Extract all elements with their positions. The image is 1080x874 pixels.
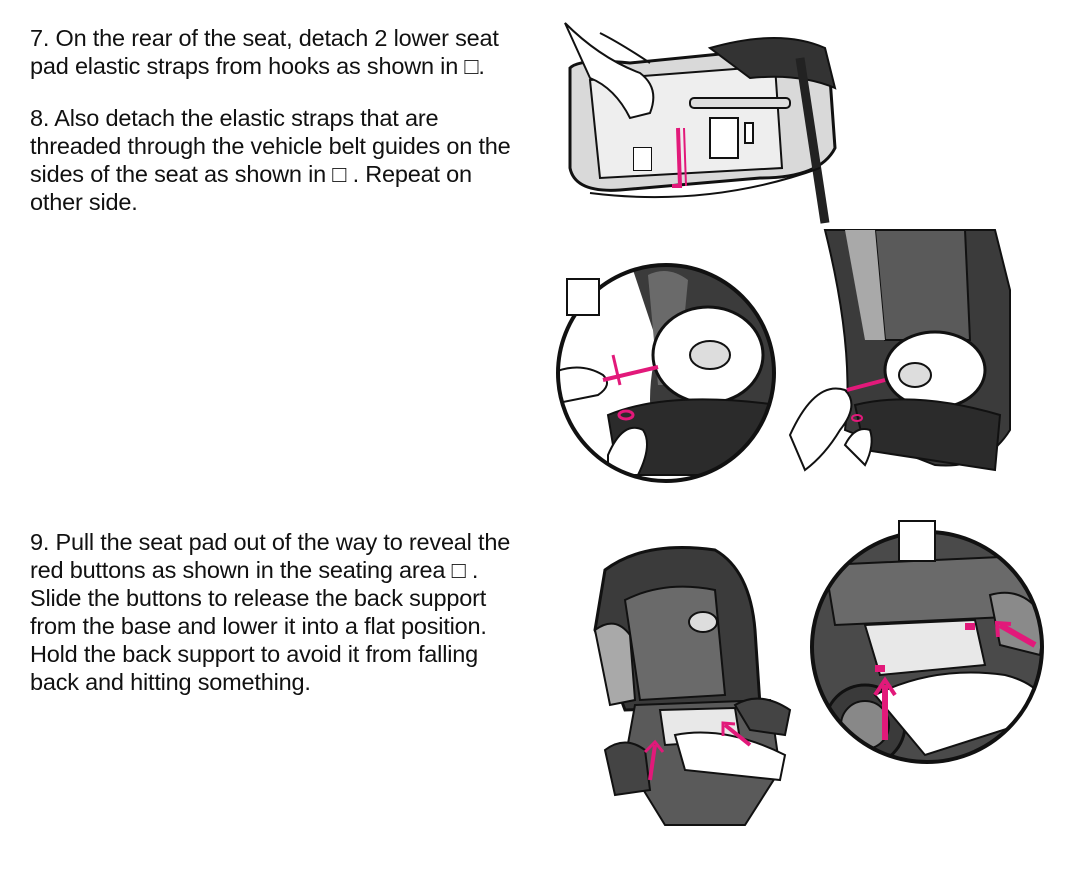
figure-label-box-small xyxy=(633,147,652,171)
step-8-text: 8. Also detach the elastic straps that a… xyxy=(30,105,511,215)
seat-red-buttons-illustration xyxy=(585,540,800,826)
figure-label-box-a xyxy=(566,278,600,316)
step-9-text: 9. Pull the seat pad out of the way to r… xyxy=(30,529,511,695)
figure-label-box-b xyxy=(898,520,936,562)
step-7-text: 7. On the rear of the seat, detach 2 low… xyxy=(30,25,499,79)
belt-guide-side-illustration xyxy=(785,229,1011,475)
rear-of-seat-illustration xyxy=(560,18,860,224)
belt-guide-zoom-illustration xyxy=(548,255,778,483)
red-buttons-zoom-illustration xyxy=(805,525,1055,770)
